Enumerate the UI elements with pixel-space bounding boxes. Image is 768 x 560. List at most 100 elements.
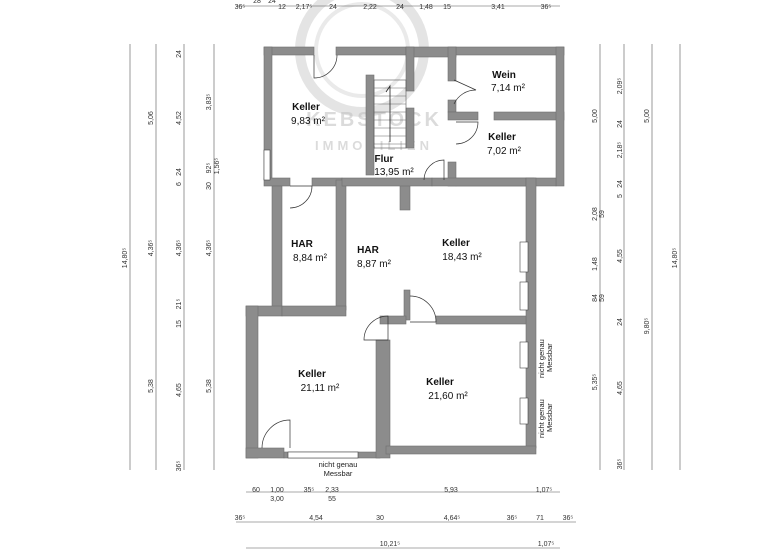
note-bottom-line1: nicht genau	[319, 460, 358, 469]
dim-right: 9,80⁵	[644, 318, 651, 335]
measurement-notes: nicht genau Messbar nicht genau Messbar …	[319, 339, 554, 478]
dim-top: 2,17⁵	[296, 4, 313, 11]
room-area-keller-nw: 9,83 m²	[291, 116, 326, 127]
room-name-keller-mid: Keller	[442, 238, 470, 249]
dim-left: 4,65	[176, 383, 183, 397]
note-bottom-line2: Messbar	[324, 469, 353, 478]
note-right1-line2: Messbar	[545, 343, 554, 372]
dim-right: 5,00	[644, 109, 651, 123]
doors	[261, 54, 479, 449]
dim-bottom: 71	[536, 515, 544, 522]
dim-bottom: 3,00	[270, 496, 284, 503]
room-name-wein: Wein	[492, 70, 516, 81]
room-area-keller-mid: 18,43 m²	[442, 252, 482, 263]
note-right1-line1: nicht genau	[537, 339, 546, 378]
dim-right: 2,18⁵	[617, 142, 624, 159]
room-area-keller-ne: 7,02 m²	[487, 146, 522, 157]
dim-top: 24	[268, 0, 276, 5]
room-area-keller-sw: 21,11 m²	[301, 383, 340, 394]
dim-top: 28	[253, 0, 261, 5]
room-name-flur: Flur	[375, 154, 394, 165]
dim-top: 3,41	[491, 4, 505, 11]
dim-left: 4,52	[176, 111, 183, 125]
dim-left: 14,80⁵	[122, 248, 129, 269]
dim-right: 24	[617, 120, 624, 128]
room-area-keller-se: 21,60 m²	[428, 391, 468, 402]
note-right2-line2: Messbar	[545, 403, 554, 432]
dim-bottom: 35⁵	[304, 487, 315, 494]
dim-top: 2,22	[363, 4, 377, 11]
dim-top: 15	[443, 4, 451, 11]
dim-left: 30	[206, 182, 213, 190]
dims-right: 5,00 2,08 59 1,48 84 59 5,35⁵ 2,09⁵ 24 2…	[592, 78, 679, 470]
dim-top: 1,48	[419, 4, 433, 11]
room-name-keller-se: Keller	[426, 377, 454, 388]
room-labels: Keller 9,83 m² Wein 7,14 m² Keller 7,02 …	[291, 70, 526, 402]
room-name-keller-sw: Keller	[298, 369, 326, 380]
dim-right: 2,09⁵	[617, 78, 624, 95]
dim-top: 36⁵	[235, 4, 246, 11]
dim-bottom: 55	[328, 496, 336, 503]
dim-right: 5,35⁵	[592, 374, 599, 391]
dim-right: 2,08	[592, 207, 599, 221]
dim-bottom: 1,00	[270, 487, 284, 494]
dim-top: 12	[278, 4, 286, 11]
dim-right: 5,00	[592, 109, 599, 123]
dim-top: 24	[396, 4, 404, 11]
dim-left: 4,36⁵	[206, 240, 213, 257]
dim-top: 36⁵	[541, 4, 552, 11]
dim-right: 59	[599, 294, 606, 302]
dims-bottom: 60 1,00 35⁵ 2,33 5,93 1,07⁵ 3,00 55 36⁵ …	[235, 487, 574, 548]
dim-left: 5,06	[148, 111, 155, 125]
staircase	[374, 84, 406, 145]
dims-left: 14,80⁵ 5,06 4,36⁵ 5,38 24 4,52 6 24 4,36…	[122, 50, 221, 471]
dim-bottom: 10,21⁵	[380, 541, 401, 548]
windows	[263, 149, 529, 459]
dim-left: 4,36⁵	[176, 240, 183, 257]
dim-top: 24	[329, 4, 337, 11]
room-name-har-1: HAR	[291, 239, 313, 250]
dim-left: 15	[176, 320, 183, 328]
room-name-har-2: HAR	[357, 245, 379, 256]
dim-right: 36⁵	[617, 459, 624, 470]
dim-bottom: 5,93	[444, 487, 458, 494]
dim-left: 5,38	[206, 379, 213, 393]
walls	[245, 46, 565, 459]
dims-top: 36⁵ 28 24 12 2,17⁵ 24 2,22 24 1,48 15 3,…	[235, 0, 552, 11]
dim-left: 24	[176, 168, 183, 176]
dim-left: 1,56⁵	[214, 158, 221, 175]
dim-left: 5,38	[148, 379, 155, 393]
dim-left: 21⁵	[176, 299, 183, 310]
dim-bottom: 1,07⁵	[538, 541, 555, 548]
dim-bottom: 30	[376, 515, 384, 522]
dim-bottom: 2,33	[325, 487, 339, 494]
dim-bottom: 60	[252, 487, 260, 494]
dim-bottom: 36⁵	[235, 515, 246, 522]
dim-right: 4,55	[617, 249, 624, 263]
room-area-har-1: 8,84 m²	[293, 253, 328, 264]
dim-right: 59	[599, 210, 606, 218]
dim-left: 36⁵	[176, 461, 183, 472]
dim-right: 84	[592, 294, 599, 302]
dim-right: 5	[617, 194, 624, 198]
dim-left: 3,83⁵	[206, 94, 213, 111]
dim-left: 24	[176, 50, 183, 58]
note-right2-line1: nicht genau	[537, 399, 546, 438]
dim-left: 6	[176, 182, 183, 186]
dim-right: 14,80⁵	[672, 248, 679, 269]
dim-bottom: 1,07⁵	[536, 487, 553, 494]
dim-bottom: 4,64⁵	[444, 515, 461, 522]
dimension-lines	[129, 5, 681, 549]
dim-right: 24	[617, 180, 624, 188]
room-area-wein: 7,14 m²	[491, 83, 526, 94]
dim-bottom: 4,54	[309, 515, 323, 522]
dim-bottom: 36⁵	[563, 515, 574, 522]
room-name-keller-ne: Keller	[488, 132, 516, 143]
dim-bottom: 36⁵	[507, 515, 518, 522]
room-name-keller-nw: Keller	[292, 102, 320, 113]
dim-left: 4,36⁵	[148, 240, 155, 257]
dim-right: 24	[617, 318, 624, 326]
dim-right: 1,48	[592, 257, 599, 271]
dim-left: 92⁵	[206, 163, 213, 174]
